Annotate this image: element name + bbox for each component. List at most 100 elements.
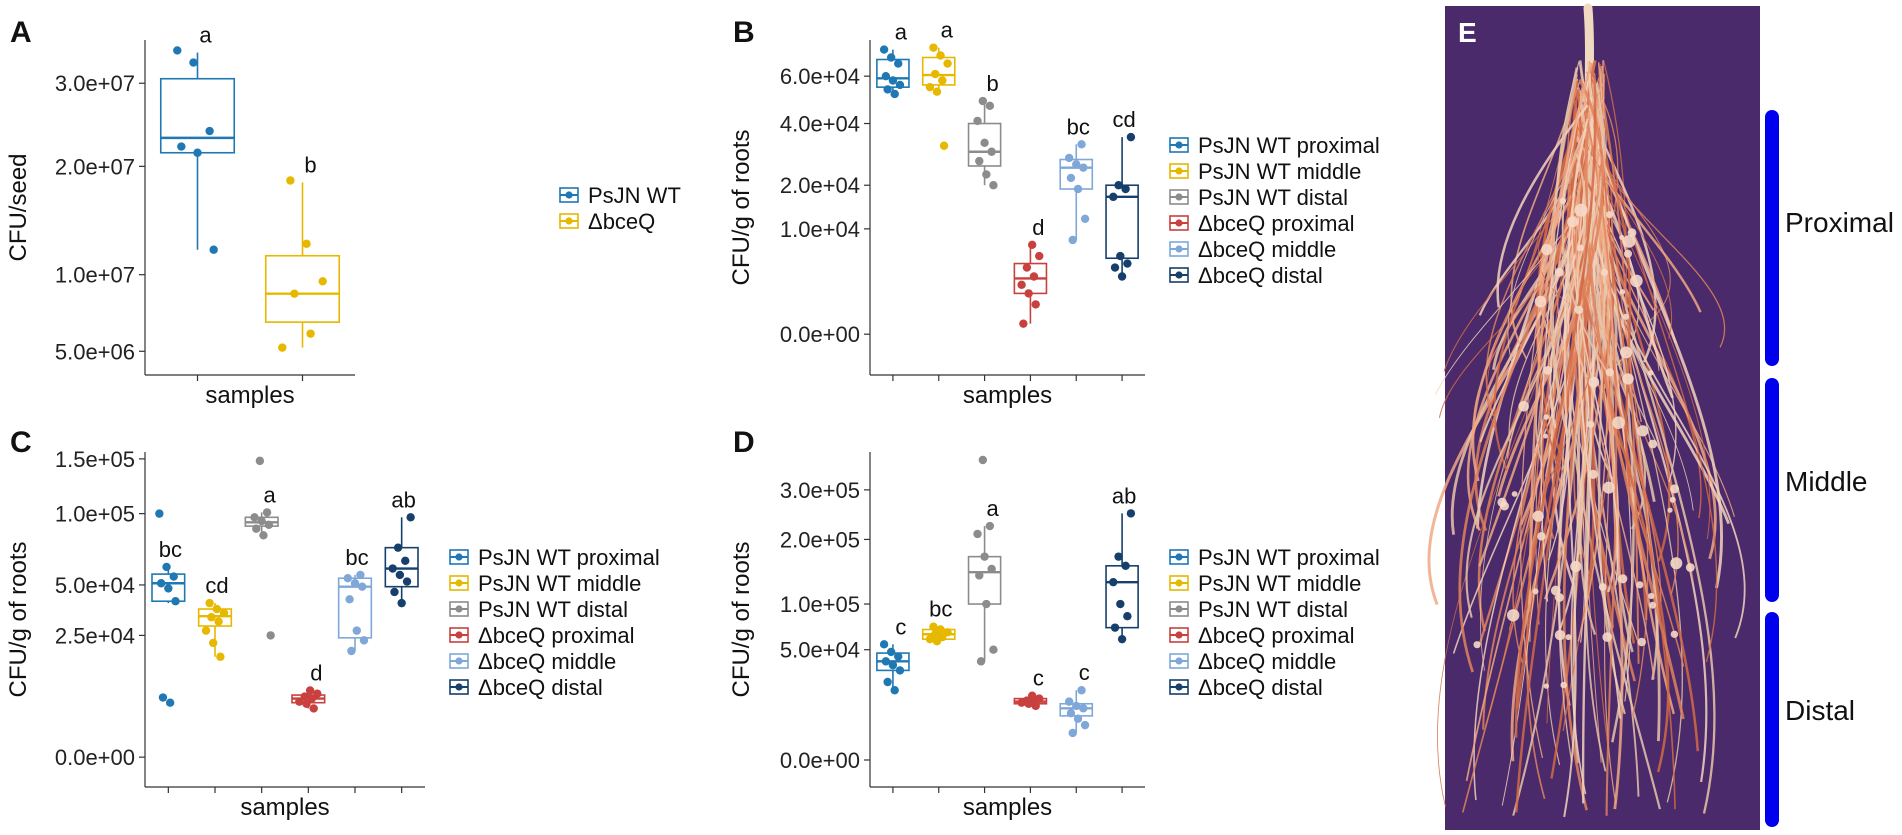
box-group: b (967, 71, 1002, 381)
data-point (1066, 173, 1076, 183)
data-point (1017, 698, 1026, 707)
legend-key-dot (1175, 605, 1183, 613)
root-nodule (1541, 244, 1553, 256)
legend-label: PsJN WT proximal (478, 545, 660, 570)
data-point (1073, 714, 1083, 723)
significance-label: ab (391, 487, 415, 512)
data-point (406, 513, 415, 522)
data-point (975, 571, 984, 580)
data-point (193, 148, 202, 157)
panel-a: A 5.0e+061.0e+072.0e+073.0e+07abCFU/seed… (5, 16, 681, 409)
legend-label: ΔbceQ (588, 209, 655, 234)
y-tick-label: 1.0e+05 (780, 592, 860, 617)
legend-label: ΔbceQ middle (478, 649, 616, 674)
panel-c-letter: C (10, 426, 32, 459)
legend-item: PsJN WT middle (449, 571, 641, 596)
data-point (1064, 697, 1074, 706)
root-nodule (1624, 249, 1632, 258)
data-point (356, 570, 365, 580)
x-axis-title: samples (963, 382, 1052, 409)
data-point (1116, 599, 1125, 609)
data-point (989, 645, 998, 654)
root-nodule (1543, 414, 1549, 420)
data-point (278, 343, 287, 352)
legend-label: PsJN WT middle (1198, 571, 1361, 596)
data-point (212, 604, 221, 614)
box-group: a (244, 456, 279, 793)
legend-key-dot (1175, 683, 1183, 691)
data-point (290, 289, 299, 298)
data-point (155, 509, 164, 518)
root-nodule (1670, 484, 1680, 494)
legend-label: ΔbceQ distal (1198, 263, 1323, 288)
data-point (177, 142, 186, 151)
root-nodule (1574, 305, 1584, 315)
data-point (895, 80, 905, 90)
panel-d-plot: 0.0e+005.0e+041.0e+052.0e+053.0e+05cbcac… (728, 452, 1380, 821)
data-point (932, 637, 942, 646)
legend-label: ΔbceQ proximal (1198, 211, 1355, 236)
root-nodule (1600, 268, 1609, 276)
legend-key-dot (1175, 219, 1183, 227)
data-point (169, 572, 178, 581)
root-nodule (1588, 469, 1598, 479)
legend-key-dot (1175, 245, 1183, 253)
box (1105, 565, 1139, 629)
significance-label: a (264, 482, 277, 507)
significance-label: bc (345, 545, 368, 570)
x-axis-title: samples (963, 794, 1052, 821)
root-nodule (1598, 583, 1607, 591)
root-strand (1579, 95, 1716, 814)
root-strand (1537, 172, 1580, 305)
y-tick-label: 1.0e+07 (55, 263, 135, 288)
root-strand (1575, 181, 1655, 680)
legend-key-dot (1175, 657, 1183, 665)
root-strand (1561, 127, 1609, 373)
root-nodule (1619, 289, 1626, 295)
data-point (402, 577, 412, 586)
y-tick-label: 5.0e+06 (55, 339, 135, 364)
data-point (156, 579, 166, 588)
data-point (255, 456, 265, 466)
y-tick-label: 2.5e+04 (55, 623, 135, 648)
data-point (1077, 686, 1086, 695)
root-nodule (1636, 581, 1644, 589)
significance-label: ab (1112, 483, 1136, 508)
data-point (925, 634, 935, 644)
data-point (395, 570, 405, 580)
box-group: bc (337, 545, 373, 793)
legend-item: ΔbceQ middle (1169, 649, 1336, 674)
legend-label: PsJN WT distal (1198, 185, 1348, 210)
data-point (987, 147, 996, 156)
root-nodule (1554, 267, 1564, 277)
box (159, 77, 236, 154)
data-point (1031, 300, 1040, 309)
legend-label: PsJN WT middle (1198, 159, 1361, 184)
data-point (980, 138, 989, 148)
significance-label: d (310, 660, 322, 685)
root-nodule (1667, 507, 1673, 513)
data-point (1121, 561, 1130, 571)
data-point (165, 698, 175, 707)
data-point (1079, 704, 1088, 713)
box-group: a (967, 455, 1002, 793)
legend-key-dot (1175, 553, 1183, 561)
legend-label: PsJN WT middle (478, 571, 641, 596)
y-tick-label: 2.0e+04 (780, 173, 860, 198)
root-nodule (1606, 211, 1614, 219)
data-point (286, 176, 295, 185)
panel-d: D 0.0e+005.0e+041.0e+052.0e+053.0e+05cbc… (728, 426, 1380, 821)
root-strand (1603, 118, 1718, 663)
legend-key-dot (455, 657, 463, 665)
legend-label: ΔbceQ middle (1198, 649, 1336, 674)
data-point (207, 613, 216, 622)
data-point (1126, 132, 1136, 142)
root-nodule (1532, 588, 1539, 595)
legend-item: PsJN WT middle (1169, 571, 1361, 596)
root-nodule (1612, 416, 1625, 430)
y-tick-label: 0.0e+00 (55, 745, 135, 770)
root-nodule (1620, 346, 1633, 359)
data-point (209, 245, 218, 254)
data-point (985, 521, 995, 531)
distal-bracket (1765, 612, 1779, 827)
